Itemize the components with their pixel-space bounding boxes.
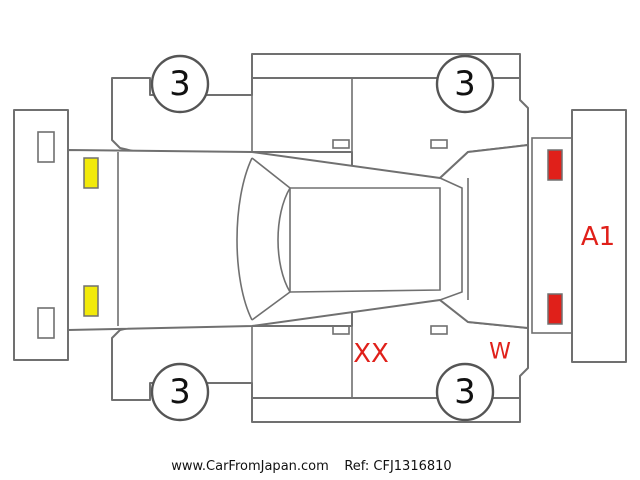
wheel-front-left: 3 (150, 54, 210, 114)
damage-code-quarter-panel: W (489, 340, 511, 365)
wheel-rear-right-grade: 3 (454, 372, 476, 412)
car-body-top-view (67, 144, 529, 331)
damage-code-rear-door: XX (353, 339, 389, 369)
damage-code-rear-bumper: A1 (581, 222, 615, 252)
wheel-rear-left: 3 (435, 54, 495, 114)
headlight-marker-icon (83, 157, 99, 189)
wheel-rear-right: 3 (435, 362, 495, 422)
footer-ref: Ref: CFJ1316810 (344, 459, 451, 474)
front-bumper (13, 109, 69, 361)
wheel-rear-left-grade: 3 (454, 64, 476, 104)
footer-site: www.CarFromJapan.com (171, 459, 329, 474)
wheel-front-right: 3 (150, 362, 210, 422)
wheel-front-left-grade: 3 (169, 64, 191, 104)
taillight-marker-icon (547, 293, 563, 325)
wheel-front-right-grade: 3 (169, 372, 191, 412)
rear-bumper (531, 109, 627, 363)
headlight-marker-icon (83, 285, 99, 317)
taillight-marker-icon (547, 149, 563, 181)
